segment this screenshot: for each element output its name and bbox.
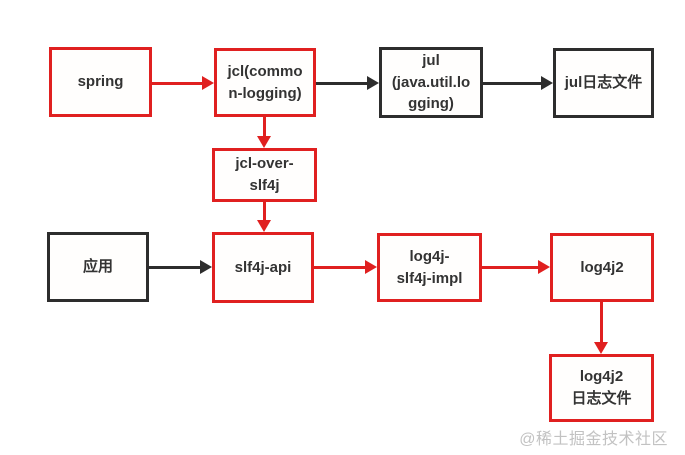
arrow-app-to-slf4j-api	[149, 260, 212, 274]
node-jcl-label: jcl(commo n-logging)	[227, 62, 303, 102]
arrow-head-icon	[541, 76, 553, 90]
arrow-shaft	[152, 81, 205, 85]
node-jul-label: jul (java.util.lo gging)	[391, 51, 471, 113]
node-jul-log-file-label: jul日志文件	[564, 74, 643, 92]
arrow-head-icon	[257, 136, 271, 148]
arrow-head-icon	[367, 76, 379, 90]
node-log4j2: log4j2	[550, 233, 654, 302]
node-jul: jul (java.util.lo gging)	[379, 47, 483, 118]
node-log4j-slf4j-impl: log4j- slf4j-impl	[377, 233, 482, 302]
arrow-shaft	[482, 265, 541, 269]
arrow-head-icon	[202, 76, 214, 90]
arrow-jcl-to-jul	[316, 76, 379, 90]
arrow-head-icon	[538, 260, 550, 274]
node-spring: spring	[49, 47, 152, 117]
arrow-shaft	[149, 265, 203, 269]
node-slf4j-api-label: slf4j-api	[234, 258, 292, 276]
arrow-shaft	[262, 117, 266, 139]
node-spring-label: spring	[77, 73, 124, 91]
arrow-head-icon	[200, 260, 212, 274]
arrow-shaft	[316, 81, 370, 85]
arrow-head-icon	[257, 220, 271, 232]
node-slf4j-api: slf4j-api	[212, 232, 314, 303]
arrow-shaft	[314, 265, 368, 269]
arrow-jcl-over-slf4j-to-slf4j-api	[257, 202, 271, 232]
arrow-head-icon	[594, 342, 608, 354]
node-log4j2-log-file-label: log4j2 日志文件	[571, 368, 632, 407]
arrow-shaft	[262, 202, 266, 223]
node-app: 应用	[47, 232, 149, 302]
arrow-log4j-slf4j-impl-to-log4j2	[482, 260, 550, 274]
node-app-label: 应用	[82, 258, 113, 276]
arrow-head-icon	[365, 260, 377, 274]
node-log4j2-log-file: log4j2 日志文件	[549, 354, 654, 422]
arrow-jcl-to-jcl-over-slf4j	[257, 117, 271, 148]
node-jcl-over-slf4j: jcl-over- slf4j	[212, 148, 317, 202]
node-jul-log-file: jul日志文件	[553, 48, 654, 118]
node-jcl: jcl(commo n-logging)	[214, 48, 316, 117]
node-jcl-over-slf4j-label: jcl-over- slf4j	[235, 155, 294, 194]
arrow-spring-to-jcl	[152, 76, 214, 90]
arrow-slf4j-api-to-log4j-slf4j-impl	[314, 260, 377, 274]
watermark: @稀土掘金技术社区	[519, 431, 668, 448]
node-log4j-slf4j-impl-label: log4j- slf4j-impl	[396, 247, 463, 287]
node-log4j2-label: log4j2	[580, 258, 624, 276]
arrow-shaft	[599, 302, 603, 345]
arrow-log4j2-to-log4j2-log-file	[594, 302, 608, 354]
arrow-shaft	[483, 81, 544, 85]
arrow-jul-to-jul-log-file	[483, 76, 553, 90]
